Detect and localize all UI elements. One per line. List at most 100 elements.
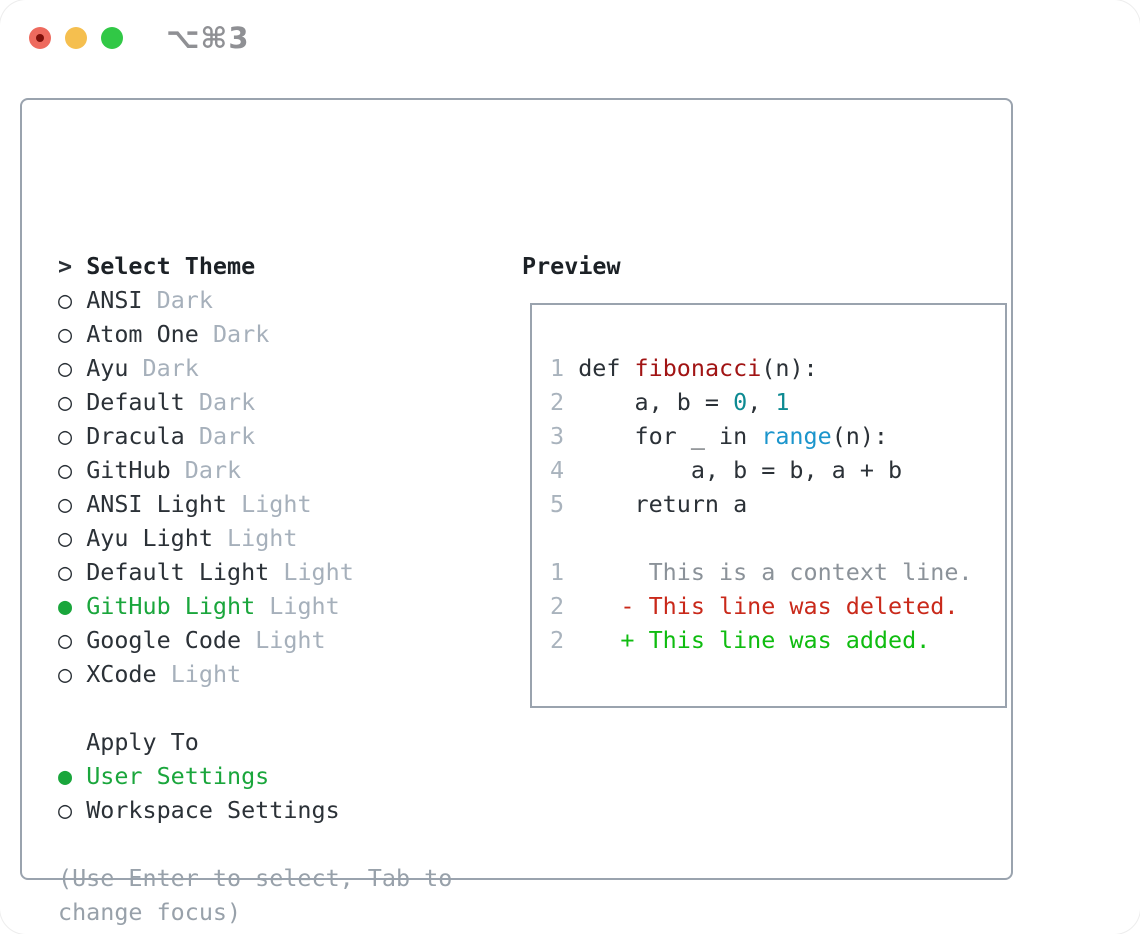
- select-theme-header-row: > Select Theme: [58, 249, 452, 283]
- theme-name: Default: [86, 388, 185, 416]
- code-token: + This line was added.: [578, 626, 931, 654]
- radio-selected-icon: ●: [58, 592, 73, 620]
- theme-name: GitHub: [86, 456, 171, 484]
- preview-title: Preview: [522, 252, 621, 280]
- help-line: (Use Enter to select, Tab to: [58, 864, 453, 892]
- line-number: 5: [550, 490, 565, 518]
- line-number: 2: [550, 592, 565, 620]
- code-token: - This line was deleted.: [578, 592, 959, 620]
- apply-to-options: ● User Settings○ Workspace Settings: [58, 759, 452, 827]
- radio-unselected-icon: ○: [58, 660, 73, 688]
- radio-unselected-icon: ○: [58, 558, 73, 586]
- radio-unselected-icon: ○: [58, 796, 73, 824]
- code-token: 1: [775, 388, 790, 416]
- theme-option[interactable]: ○ Ayu Light Light: [58, 521, 452, 555]
- minimize-button[interactable]: [65, 27, 87, 49]
- code-token: for _ in: [578, 422, 762, 450]
- code-token: ,: [747, 388, 776, 416]
- theme-name: Atom One: [86, 320, 199, 348]
- code-blank-line: [550, 521, 1005, 555]
- code-token: a, b =: [578, 388, 734, 416]
- radio-unselected-icon: ○: [58, 286, 73, 314]
- code-token: This is a context line.: [578, 558, 973, 586]
- theme-option[interactable]: ○ Google Code Light: [58, 623, 452, 657]
- theme-variant-tag: Light: [241, 490, 312, 518]
- code-token: range: [761, 422, 832, 450]
- radio-unselected-icon: ○: [58, 524, 73, 552]
- apply-to-option[interactable]: ○ Workspace Settings: [58, 793, 452, 827]
- theme-variant-tag: Light: [269, 592, 340, 620]
- theme-option[interactable]: ○ Default Dark: [58, 385, 452, 419]
- code-token: (n):: [761, 354, 818, 382]
- theme-option[interactable]: ○ ANSI Light Light: [58, 487, 452, 521]
- titlebar: ⌥⌘3: [0, 0, 1140, 76]
- code-line: 5 return a: [550, 487, 1005, 521]
- window-title: ⌥⌘3: [166, 21, 250, 55]
- theme-name: ANSI: [86, 286, 143, 314]
- theme-variant-tag: Light: [283, 558, 354, 586]
- code-line: 2 - This line was deleted.: [550, 589, 1005, 623]
- theme-option[interactable]: ○ Atom One Dark: [58, 317, 452, 351]
- theme-variant-tag: Light: [255, 626, 326, 654]
- apply-to-title: Apply To: [86, 728, 199, 756]
- theme-variant-tag: Dark: [198, 422, 256, 450]
- theme-name: Ayu: [86, 354, 129, 382]
- code-line: 4 a, b = b, a + b: [550, 453, 1005, 487]
- radio-unselected-icon: ○: [58, 456, 73, 484]
- theme-option[interactable]: ○ XCode Light: [58, 657, 452, 691]
- close-edited-dot-icon: [36, 34, 44, 42]
- line-number: 2: [550, 626, 565, 654]
- theme-variant-tag: Light: [227, 524, 298, 552]
- apply-to-option[interactable]: ● User Settings: [58, 759, 452, 793]
- theme-options: ○ ANSI Dark○ Atom One Dark○ Ayu Dark○ De…: [58, 283, 452, 691]
- code-token: fibonacci: [634, 354, 762, 382]
- maximize-button[interactable]: [101, 27, 123, 49]
- theme-option[interactable]: ○ Ayu Dark: [58, 351, 452, 385]
- spacer-row: [58, 691, 452, 725]
- code-token: return a: [578, 490, 748, 518]
- line-number: 2: [550, 388, 565, 416]
- code-line: 1 def fibonacci(n):: [550, 351, 1005, 385]
- theme-option[interactable]: ○ ANSI Dark: [58, 283, 452, 317]
- apply-to-label: Workspace Settings: [86, 796, 340, 824]
- theme-option[interactable]: ○ GitHub Dark: [58, 453, 452, 487]
- code-token: def: [578, 354, 635, 382]
- theme-name: Google Code: [86, 626, 242, 654]
- theme-name: Ayu Light: [86, 524, 213, 552]
- line-number: 1: [550, 354, 565, 382]
- code-token: 0: [733, 388, 748, 416]
- theme-picker-panel: > Select Theme ○ ANSI Dark○ Atom One Dar…: [20, 98, 1013, 926]
- code-line: 1 This is a context line.: [550, 555, 1005, 589]
- theme-name: GitHub Light: [86, 592, 256, 620]
- radio-unselected-icon: ○: [58, 320, 73, 348]
- code-token: (n):: [831, 422, 889, 450]
- theme-variant-tag: Dark: [156, 286, 213, 314]
- radio-unselected-icon: ○: [58, 490, 73, 518]
- radio-unselected-icon: ○: [58, 626, 73, 654]
- theme-variant-tag: Dark: [142, 354, 199, 382]
- select-theme-title: Select Theme: [86, 252, 256, 280]
- code-token: a, b = b, a + b: [578, 456, 903, 484]
- theme-option[interactable]: ○ Default Light Light: [58, 555, 452, 589]
- theme-option[interactable]: ○ Dracula Dark: [58, 419, 452, 453]
- theme-variant-tag: Dark: [184, 456, 242, 484]
- spacer-row: [58, 827, 452, 861]
- theme-picker-column: > Select Theme ○ ANSI Dark○ Atom One Dar…: [58, 249, 452, 929]
- line-number: 3: [550, 422, 565, 450]
- code-line: 3 for _ in range(n):: [550, 419, 1005, 453]
- theme-name: Dracula: [86, 422, 185, 450]
- theme-name: XCode: [86, 660, 157, 688]
- close-button[interactable]: [29, 27, 51, 49]
- line-number: 4: [550, 456, 565, 484]
- apply-to-header-row: Apply To: [58, 725, 452, 759]
- apply-to-label: User Settings: [86, 762, 270, 790]
- line-number: 1: [550, 558, 565, 586]
- theme-option[interactable]: ● GitHub Light Light: [58, 589, 452, 623]
- radio-selected-icon: ●: [58, 762, 73, 790]
- theme-variant-tag: Light: [170, 660, 242, 688]
- theme-variant-tag: Dark: [212, 320, 270, 348]
- radio-unselected-icon: ○: [58, 388, 73, 416]
- theme-variant-tag: Dark: [198, 388, 256, 416]
